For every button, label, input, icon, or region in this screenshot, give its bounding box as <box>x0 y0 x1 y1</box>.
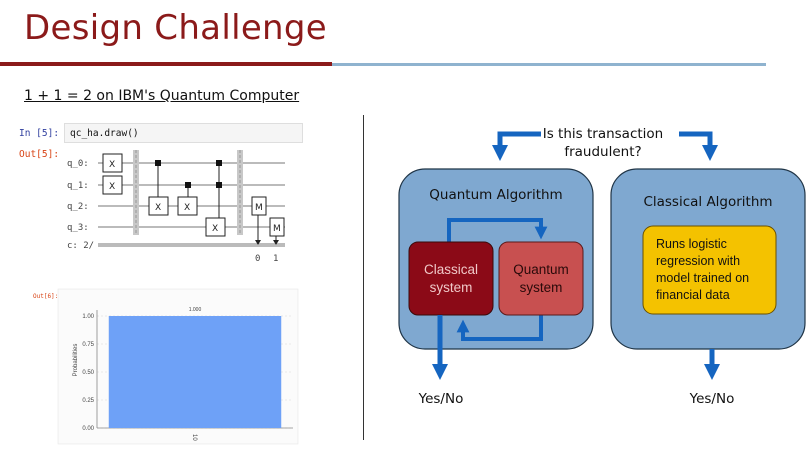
control-q0-a <box>155 160 161 166</box>
runs-line-1: Runs logistic <box>656 237 727 251</box>
yes-no-left: Yes/No <box>418 391 464 407</box>
arrow-quantum-to-classical <box>456 313 543 341</box>
arrow-to-quantum <box>491 131 541 162</box>
control-q1-b <box>216 182 222 188</box>
quantum-algorithm-title: Quantum Algorithm <box>429 187 562 203</box>
title-underline-red <box>0 62 332 66</box>
measure-q2 <box>251 196 267 216</box>
control-q1-a <box>185 182 191 188</box>
output-prompt: Out[5]: <box>19 149 60 160</box>
logistic-regression-box <box>642 225 777 315</box>
slide-title: Design Challenge <box>24 8 327 48</box>
classical-system-line-1: Classical <box>424 262 478 277</box>
wire-label-q2: q_2: <box>67 202 89 212</box>
quantum-system-line-2: system <box>520 280 563 295</box>
title-underline-blue <box>332 63 766 66</box>
arrow-to-classical <box>679 131 719 162</box>
measure-q2-label: M <box>255 203 263 213</box>
control-q0-b <box>216 160 222 166</box>
vertical-divider <box>363 115 364 440</box>
wire-label-q3: q_3: <box>67 223 89 233</box>
x-gate-q3-label: X <box>212 224 218 234</box>
y-tick-label-0: 0.00 <box>82 426 94 432</box>
yes-no-right: Yes/No <box>689 391 735 407</box>
input-prompt: In [5]: <box>19 128 60 139</box>
classical-bit-0: 0 <box>255 254 260 264</box>
measure-q3 <box>269 217 285 237</box>
y-tick-label-3: 0.75 <box>82 342 94 348</box>
classical-system-box <box>408 241 494 316</box>
measure-q3-label: M <box>273 224 281 234</box>
classical-algorithm-title: Classical Algorithm <box>643 194 772 210</box>
quantum-system-line-1: Quantum <box>513 262 569 277</box>
runs-line-3: model trained on <box>656 271 749 285</box>
classical-system-line-2: system <box>430 280 473 295</box>
bar-0 <box>108 316 282 428</box>
output-prompt-6: Out[6]: <box>33 293 59 300</box>
wire-label-c: c: 2/ <box>67 241 94 251</box>
data-label-0: 1.000 <box>189 307 202 313</box>
x-gate-q0 <box>102 153 123 173</box>
question-line-1: Is this transaction <box>543 126 664 142</box>
y-axis-label: Probabilities <box>73 344 79 377</box>
x-gate-q1-label: X <box>109 182 115 192</box>
quantum-circuit: q_0: q_1: q_2: q_3: c: 2/ X X X X X <box>67 150 285 264</box>
runs-line-4: financial data <box>656 288 730 302</box>
x-gate-q2-a-label: X <box>155 203 161 213</box>
x-gate-q0-label: X <box>109 160 115 170</box>
classical-bit-1: 1 <box>273 254 278 264</box>
wire-label-q0: q_0: <box>67 159 89 169</box>
x-gate-q1 <box>102 175 123 195</box>
arrow-classical-to-quantum <box>447 218 548 242</box>
y-tick-label-4: 1.00 <box>82 314 94 320</box>
quantum-system-box <box>498 241 584 316</box>
code-text: qc_ha.draw() <box>70 128 139 139</box>
x-gate-q2-a <box>148 196 169 216</box>
x-gate-q3 <box>205 217 226 237</box>
runs-line-2: regression with <box>656 254 740 268</box>
wire-label-q1: q_1: <box>67 181 89 191</box>
code-cell[interactable]: qc_ha.draw() <box>64 123 303 143</box>
probability-chart: Probabilities 0.00 0.25 0.50 0.75 1.00 1.000 1… <box>57 288 299 445</box>
x-gate-q2-b-label: X <box>184 203 190 213</box>
question-line-2: fraudulent? <box>564 144 641 160</box>
x-gate-q2-b <box>177 196 198 216</box>
slide-subtitle: 1 + 1 = 2 on IBM's Quantum Computer <box>24 88 300 104</box>
y-tick-label-1: 0.25 <box>82 398 94 404</box>
y-tick-label-2: 0.50 <box>82 370 94 376</box>
fraud-diagram: Is this transaction fraudulent? Quantum … <box>398 126 806 407</box>
category-label-0: 10 <box>191 434 197 441</box>
